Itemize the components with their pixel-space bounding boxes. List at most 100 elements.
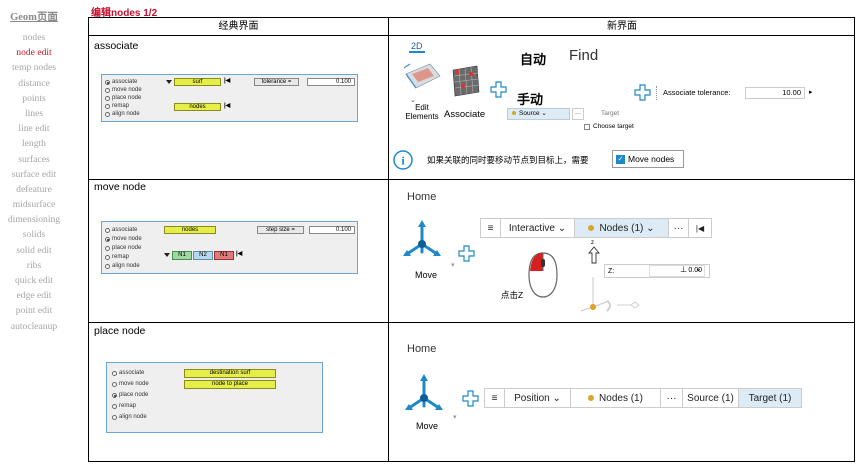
chevron-down-icon[interactable]: ▾ (451, 262, 455, 269)
associate-icon[interactable] (447, 62, 483, 100)
choose-target-checkbox[interactable]: Choose target (584, 123, 634, 130)
target-selector[interactable]: Target (1) (739, 389, 801, 407)
surf-selector[interactable]: surf (174, 78, 221, 86)
nodes-selector[interactable]: nodes (164, 226, 216, 234)
sidebar-item-surfaces[interactable]: surfaces (18, 153, 50, 165)
more-options-button[interactable]: ··· (572, 108, 584, 120)
checkbox-box (584, 123, 590, 130)
menu-icon[interactable]: ≡ (485, 389, 505, 407)
nodes-selector[interactable]: nodes (174, 103, 221, 111)
radio-remap[interactable]: remap (105, 103, 129, 109)
sidebar-item-solid-edit[interactable]: solid edit (16, 244, 52, 256)
sidebar-item-autocleanup[interactable]: autocleanup (10, 320, 58, 332)
z-input-row: Z: 0.00 (604, 264, 710, 278)
source-selector[interactable]: Source (1) (683, 389, 739, 407)
move-tool-icon[interactable] (399, 218, 445, 264)
sidebar-item-distance[interactable]: distance (18, 77, 50, 89)
more-options-button[interactable]: ··· (661, 389, 683, 407)
sidebar-item-points[interactable]: points (22, 92, 46, 104)
radio-label: align node (119, 414, 147, 420)
target-selector[interactable]: Target (601, 110, 620, 117)
sidebar-item-lines[interactable]: lines (24, 107, 44, 119)
axis-options-icon[interactable]: ⊥ (680, 265, 687, 274)
sidebar-item-length[interactable]: length (22, 138, 46, 150)
sidebar-item-surface-edit[interactable]: surface edit (11, 168, 57, 180)
step-size-input[interactable]: 0.100 (309, 226, 355, 234)
radio-align-node[interactable]: align node (105, 111, 140, 117)
radio-place-node[interactable]: place node (112, 392, 148, 398)
plus-icon (462, 390, 479, 407)
radio-place-node[interactable]: place node (105, 245, 141, 251)
radio-associate[interactable]: associate (112, 370, 144, 376)
radio-move-node[interactable]: move node (105, 236, 142, 242)
radio-remap[interactable]: remap (112, 403, 136, 409)
sidebar-item-edge-edit[interactable]: edge edit (16, 290, 52, 302)
reset-icon[interactable]: |◀ (224, 78, 231, 84)
dropdown-arrow-icon[interactable] (164, 253, 170, 257)
sidebar-item-dimensioning[interactable]: dimensioning (7, 214, 61, 226)
node-to-place-selector[interactable]: node to place (184, 380, 276, 389)
sidebar-item-nodes[interactable]: nodes (22, 32, 46, 43)
sidebar-item-temp-nodes[interactable]: temp nodes (12, 62, 56, 74)
plus-icon (634, 84, 651, 101)
reset-icon[interactable]: |◀ (695, 223, 705, 233)
reset-icon[interactable]: |◀ (236, 251, 243, 257)
associate-tolerance-input[interactable]: 10.00 (745, 87, 805, 99)
radio-associate[interactable]: associate (105, 227, 137, 233)
plus-icon (458, 245, 475, 262)
step-size-toggle[interactable]: step size = (257, 226, 304, 234)
reset-icon[interactable]: |◀ (224, 103, 231, 109)
play-arrow-icon[interactable]: ▸ (809, 89, 813, 96)
radio-remap[interactable]: remap (105, 254, 129, 260)
remap-n1-target-button[interactable]: N1 (214, 251, 234, 260)
sidebar-item-ribs[interactable]: ribs (26, 259, 42, 271)
check-icon: ✓ (616, 154, 625, 164)
chevron-down-icon[interactable]: ▾ (453, 414, 457, 421)
chevron-down-icon[interactable]: ⌄ (410, 97, 416, 104)
dropdown-arrow-icon[interactable] (166, 80, 172, 84)
radio-align-node[interactable]: align node (112, 414, 147, 420)
row-title-place-node: place node (94, 325, 146, 337)
radio-move-node[interactable]: move node (105, 87, 142, 93)
sidebar-item-defeature[interactable]: defeature (16, 183, 52, 195)
sidebar-item-node-edit[interactable]: node edit (16, 47, 52, 59)
radio-associate[interactable]: associate (105, 79, 137, 85)
node-dot-icon (512, 111, 516, 115)
column-header-classic: 经典界面 (218, 21, 259, 32)
more-options-button[interactable]: ··· (669, 219, 689, 237)
nodes-selector[interactable]: Nodes (1) (571, 389, 661, 407)
radio-dot (105, 111, 110, 117)
move-nodes-checkbox[interactable]: ✓ Move nodes (612, 150, 684, 168)
radio-label: align node (112, 111, 140, 117)
z-axis-label: z (591, 240, 594, 246)
sidebar-item-point-edit[interactable]: point edit (15, 305, 53, 317)
node-dot-icon (588, 225, 595, 231)
sidebar-item-midsurface[interactable]: midsurface (12, 199, 56, 211)
edit-elements-icon[interactable] (402, 60, 442, 94)
source-selector[interactable]: Source ⌄ (507, 108, 570, 120)
menu-icon[interactable]: ≡ (481, 219, 501, 237)
sidebar-item-quick-edit[interactable]: quick edit (14, 275, 54, 286)
note-text: 如果关联的同时要移动节点到目标上，需要 (427, 155, 589, 165)
remap-n2-button[interactable]: N2 (193, 251, 213, 260)
tolerance-input[interactable]: 0.100 (307, 78, 355, 86)
remap-n1-button[interactable]: N1 (172, 251, 192, 260)
radio-align-node[interactable]: align node (105, 263, 140, 269)
tolerance-toggle[interactable]: tolerance = (254, 78, 299, 86)
radio-label: associate (119, 370, 145, 376)
sidebar-title[interactable]: Geom页面 (10, 12, 58, 23)
nodes-selector[interactable]: Nodes (1) ⌄ (575, 219, 669, 237)
sidebar-item-solids[interactable]: solids (22, 229, 46, 241)
expand-icon[interactable]: ⌄ (695, 264, 702, 273)
radio-label: place node (119, 392, 149, 398)
radio-move-node[interactable]: move node (112, 381, 149, 387)
position-dropdown[interactable]: Position ⌄ (505, 389, 571, 407)
tab-2d[interactable]: 2D (409, 41, 425, 53)
z-input[interactable]: 0.00 (649, 265, 705, 277)
move-tool-icon[interactable] (401, 372, 447, 418)
sidebar-item-line-edit[interactable]: line edit (18, 123, 50, 135)
interactive-dropdown[interactable]: Interactive ⌄ (501, 219, 575, 237)
find-label: Find (569, 47, 599, 64)
radio-place-node[interactable]: place node (105, 95, 141, 101)
destination-surf-selector[interactable]: destination surf (184, 369, 276, 378)
